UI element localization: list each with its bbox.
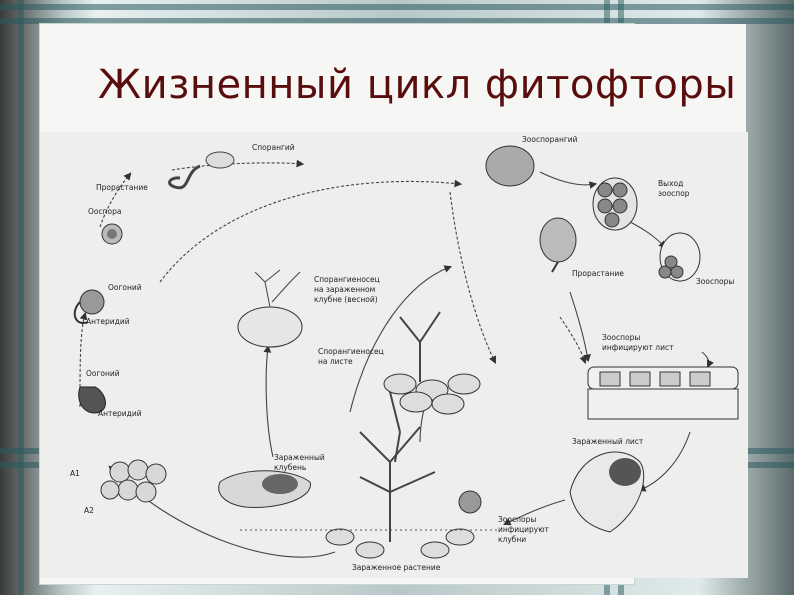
label-zoospores-infect-leaf-1: Зооспоры xyxy=(602,333,641,342)
label-zoospores-infect-tubers-2: инфицируют xyxy=(498,525,549,534)
label-a2: А2 xyxy=(84,506,94,515)
label-zoosporangium: Зооспорангий xyxy=(522,135,578,144)
label-zoospore-release-1: Выход xyxy=(658,179,684,188)
label-sporangiophore-tuber-3: клубне (весной) xyxy=(314,295,378,304)
label-zoospore-release-2: зооспор xyxy=(658,189,690,198)
label-infected-plant: Зараженное растение xyxy=(352,563,441,572)
frame-band-left xyxy=(18,0,24,595)
lifecycle-diagram: Спорангий Прорастание Ооспора Оогоний Ан… xyxy=(40,132,748,578)
label-zoospores: Зооспоры xyxy=(696,277,735,286)
label-sporangiophore-leaf-2: на листе xyxy=(318,357,353,366)
label-antheridium-2: Антеридий xyxy=(98,409,142,418)
lifecycle-illustration xyxy=(73,145,739,559)
oogonium-shape xyxy=(79,289,105,315)
sprouting-tuber-shape xyxy=(237,306,303,348)
label-sporangiophore-leaf-1: Спорангиеносец xyxy=(318,347,384,356)
label-oogonium-1: Оогоний xyxy=(108,283,142,292)
infected-plant-shape xyxy=(359,426,436,542)
cycle-arrow-top xyxy=(159,179,463,283)
frame-band-top-2 xyxy=(0,18,794,24)
label-germination-right: Прорастание xyxy=(572,269,624,278)
label-sporangium: Спорангий xyxy=(252,143,295,152)
label-zoospores-infect-tubers-1: Зооспоры xyxy=(498,515,537,524)
label-sporangiophore-tuber-2: на зараженном xyxy=(314,285,376,294)
label-zoospores-infect-tubers-3: клубни xyxy=(498,535,527,544)
label-antheridium-1: Антеридий xyxy=(86,317,130,326)
sporangium-shape xyxy=(205,151,235,169)
label-infected-tuber-2: клубень xyxy=(274,463,307,472)
label-germination-left: Прорастание xyxy=(96,183,148,192)
label-oogonium-2: Оогоний xyxy=(86,369,120,378)
slide-title: Жизненный цикл фитофторы xyxy=(98,62,737,108)
frame-band-top xyxy=(0,4,794,10)
label-zoospores-infect-leaf-2: инфицируют лист xyxy=(602,343,674,352)
label-infected-tuber-1: Зараженный xyxy=(274,453,325,462)
slide-canvas-right xyxy=(634,24,746,134)
zoosporangium-shape xyxy=(485,145,535,187)
label-sporangiophore-tuber-1: Спорангиеносец xyxy=(314,275,380,284)
label-infected-leaf: Зараженный лист xyxy=(572,437,644,446)
label-a1: А1 xyxy=(70,469,80,478)
label-oospore: Ооспора xyxy=(88,207,122,216)
oogonium-shape-2 xyxy=(78,386,106,414)
